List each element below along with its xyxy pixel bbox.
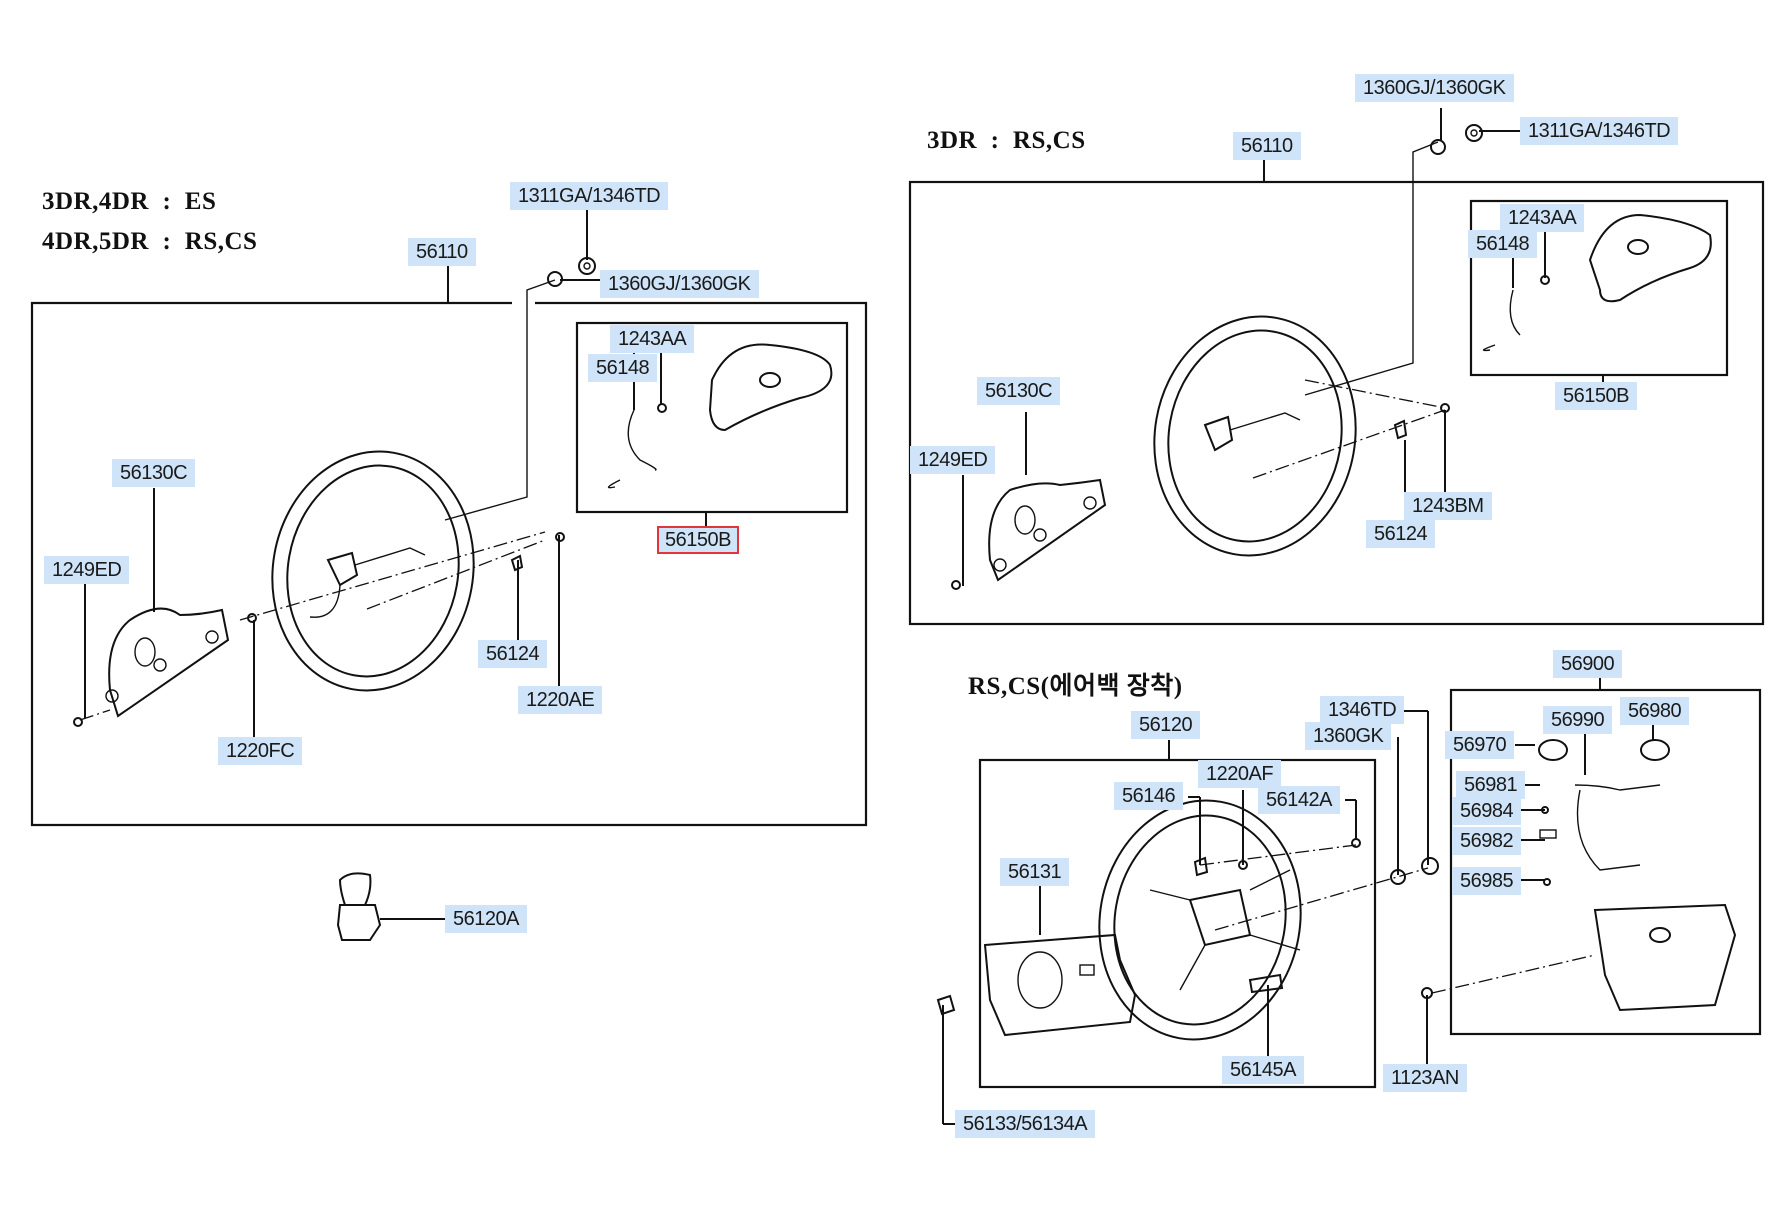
left-assembly-frame — [30, 301, 868, 827]
part-label-1243aa-left[interactable]: 1243AA — [610, 325, 695, 353]
part-label-1249ed-left[interactable]: 1249ED — [44, 556, 130, 584]
part-label-1311ga-1346td-right[interactable]: 1311GA/1346TD — [1520, 117, 1679, 145]
part-label-56146[interactable]: 56146 — [1114, 782, 1184, 810]
variant-heading-rs-cs: 4DR,5DR : RS,CS — [42, 228, 258, 255]
right-top-assembly-frame — [908, 180, 1765, 626]
airbag-module-frame — [1449, 688, 1762, 1036]
right-top-airbag-subframe — [1469, 199, 1729, 377]
left-group-drawing — [30, 210, 868, 941]
part-label-56133-56134a[interactable]: 56133/56134A — [955, 1110, 1096, 1138]
right-bottom-assembly-frame — [978, 758, 1377, 1089]
part-label-1123an[interactable]: 1123AN — [1383, 1064, 1467, 1092]
part-label-56982[interactable]: 56982 — [1452, 827, 1522, 855]
variant-heading-3dr-rs-cs: 3DR : RS,CS — [927, 127, 1086, 154]
part-label-1346td[interactable]: 1346TD — [1320, 696, 1405, 724]
part-label-56150b-left-selected[interactable]: 56150B — [657, 526, 739, 554]
part-label-56150b-right[interactable]: 56150B — [1555, 382, 1637, 410]
part-label-1220ae[interactable]: 1220AE — [518, 686, 603, 714]
part-label-1360gj-1360gk-left[interactable]: 1360GJ/1360GK — [600, 270, 759, 298]
part-label-1249ed-right[interactable]: 1249ED — [910, 446, 996, 474]
part-label-56970[interactable]: 56970 — [1445, 731, 1515, 759]
part-label-56148-right[interactable]: 56148 — [1468, 230, 1538, 258]
right-top-group-drawing — [908, 108, 1765, 626]
part-label-56984[interactable]: 56984 — [1452, 797, 1522, 825]
part-label-1243aa-right[interactable]: 1243AA — [1500, 204, 1585, 232]
part-label-1220af[interactable]: 1220AF — [1198, 760, 1282, 788]
part-label-1360gk[interactable]: 1360GK — [1305, 722, 1392, 750]
variant-heading-airbag: RS,CS(에어백 장착) — [968, 673, 1183, 700]
part-label-56990[interactable]: 56990 — [1543, 706, 1613, 734]
part-label-56981[interactable]: 56981 — [1456, 771, 1526, 799]
part-label-56145a[interactable]: 56145A — [1222, 1056, 1304, 1084]
part-label-56120[interactable]: 56120 — [1131, 711, 1201, 739]
part-label-56985[interactable]: 56985 — [1452, 867, 1522, 895]
part-label-1360gj-1360gk-right[interactable]: 1360GJ/1360GK — [1355, 74, 1514, 102]
part-label-56131[interactable]: 56131 — [1000, 858, 1070, 886]
left-airbag-subframe — [575, 321, 849, 514]
part-label-56110-left[interactable]: 56110 — [408, 238, 476, 266]
part-label-1220fc[interactable]: 1220FC — [218, 737, 303, 765]
variant-heading-es: 3DR,4DR : ES — [42, 188, 217, 215]
part-label-56110-right[interactable]: 56110 — [1233, 132, 1301, 160]
part-label-56130c-left[interactable]: 56130C — [112, 459, 196, 487]
part-label-56130c-right[interactable]: 56130C — [977, 377, 1061, 405]
part-label-56120a[interactable]: 56120A — [445, 905, 527, 933]
right-bottom-group-drawing — [936, 675, 1762, 1125]
part-label-56900[interactable]: 56900 — [1553, 650, 1623, 678]
part-label-56124-right[interactable]: 56124 — [1366, 520, 1436, 548]
part-label-56980[interactable]: 56980 — [1620, 697, 1690, 725]
part-label-56148-left[interactable]: 56148 — [588, 354, 658, 382]
part-label-56124-left[interactable]: 56124 — [478, 640, 548, 668]
part-label-1243bm[interactable]: 1243BM — [1404, 492, 1492, 520]
part-label-56142a[interactable]: 56142A — [1258, 786, 1340, 814]
part-label-1311ga-1346td-left[interactable]: 1311GA/1346TD — [510, 182, 669, 210]
